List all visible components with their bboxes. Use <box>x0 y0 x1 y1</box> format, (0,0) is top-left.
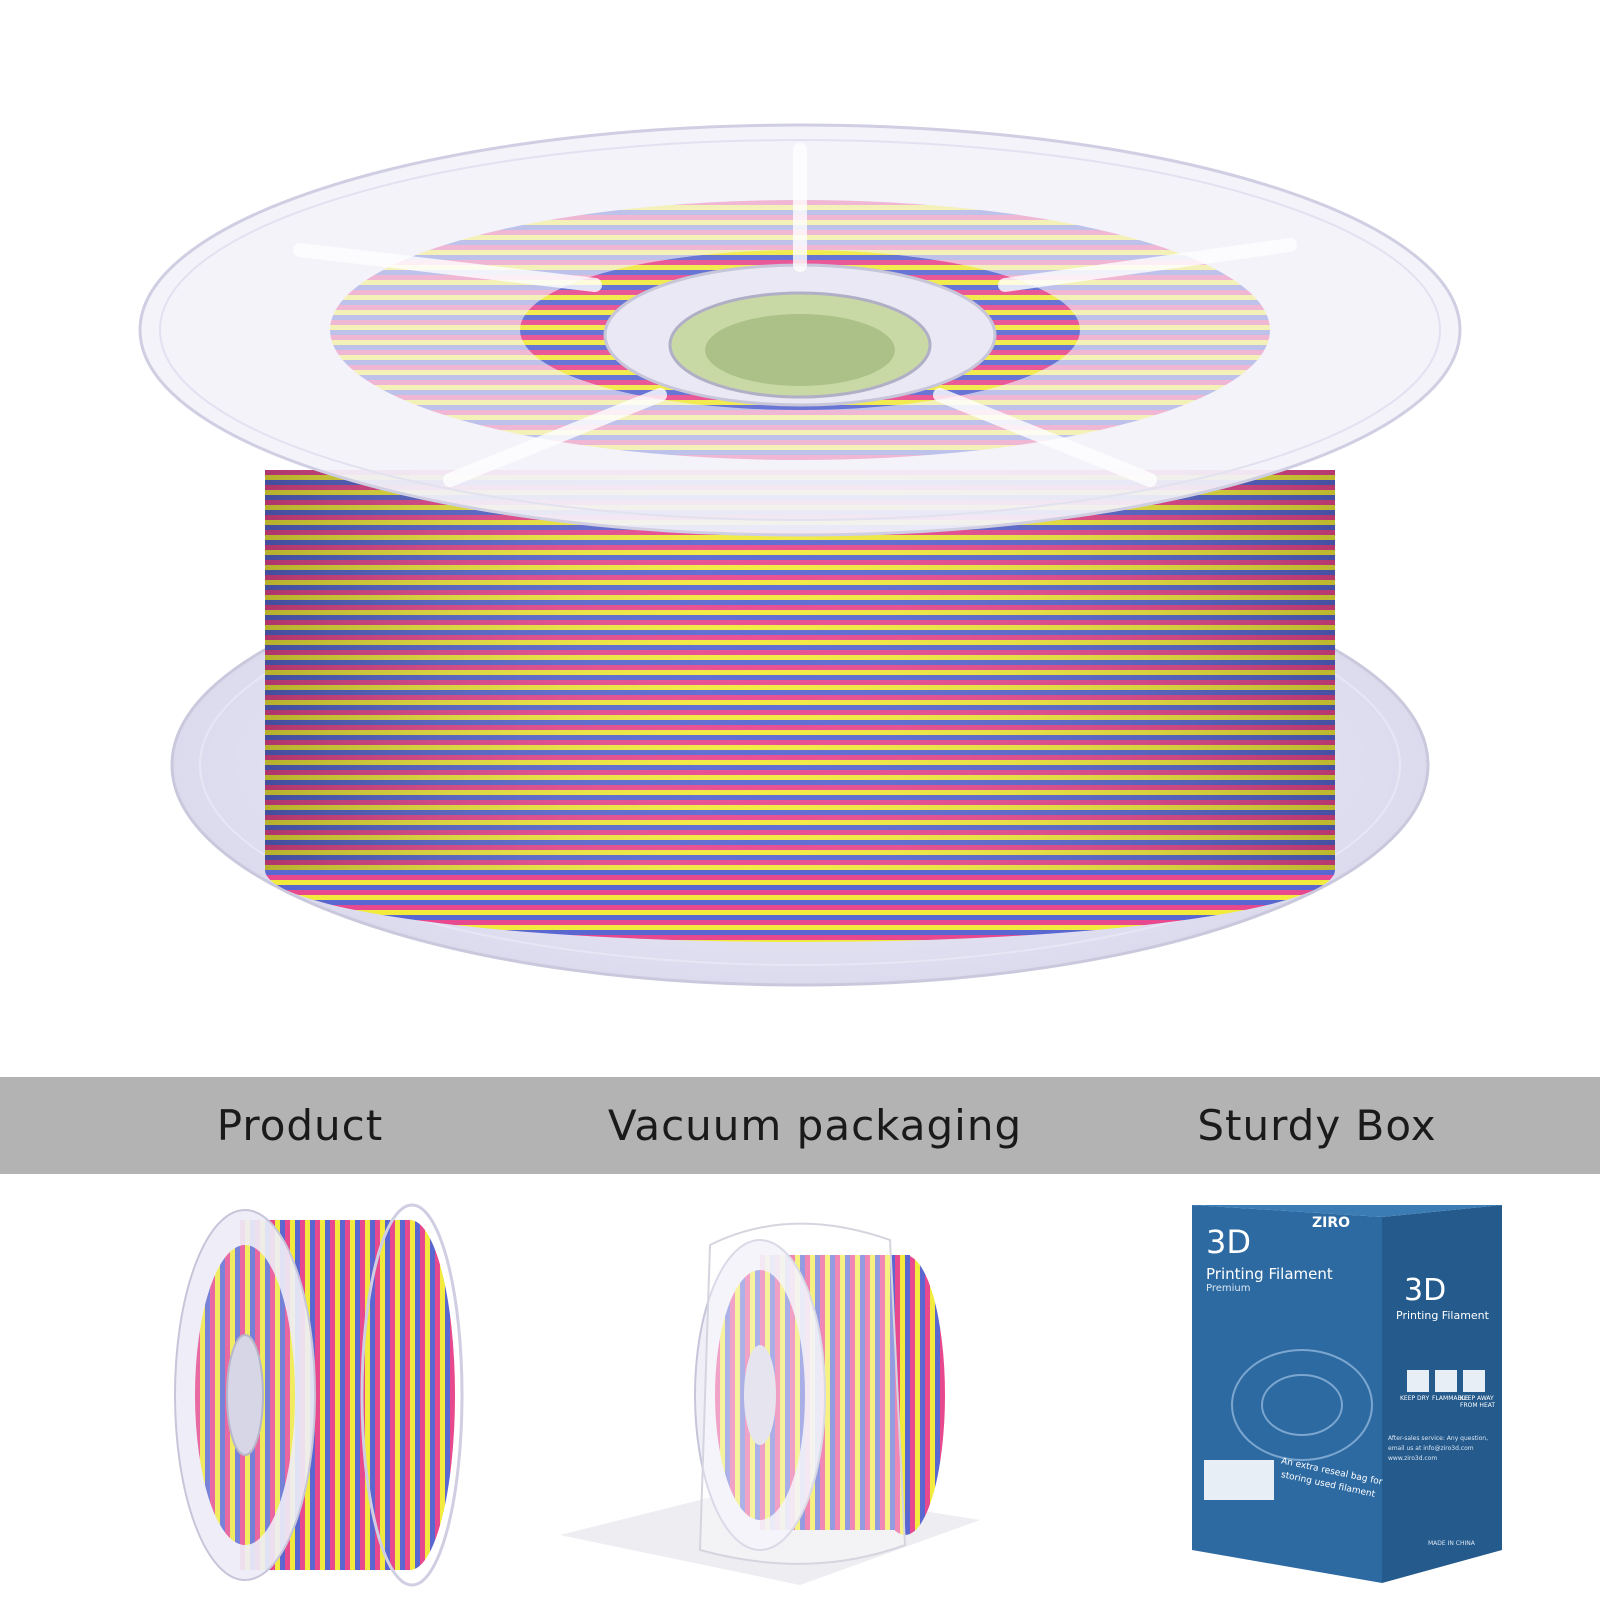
box-service-line-3: www.ziro3d.com <box>1388 1455 1438 1462</box>
box-brand: ZIRO <box>1312 1215 1351 1231</box>
hero-spool-photo <box>138 123 1462 987</box>
box-icon-label-1: KEEP DRY <box>1400 1395 1430 1402</box>
label-sturdy-box: Sturdy Box <box>1197 1101 1437 1150</box>
box-front-3d: 3D <box>1206 1223 1251 1261</box>
label-product: Product <box>216 1101 384 1150</box>
label-vacuum-packaging: Vacuum packaging <box>607 1101 1023 1150</box>
box-made-in: MADE IN CHINA <box>1428 1540 1475 1547</box>
box-side-title: Printing Filament <box>1396 1309 1489 1322</box>
filament-winding <box>265 470 1335 942</box>
box-front-title: Printing Filament <box>1206 1265 1333 1283</box>
box-icon-label-2: FLAMMABLE <box>1432 1395 1469 1402</box>
box-icon-label-3: KEEP AWAY FROM HEAT <box>1460 1395 1496 1409</box>
section-label-band: Product Vacuum packaging Sturdy Box <box>0 1077 1600 1174</box>
box-side-3d: 3D <box>1404 1273 1447 1308</box>
sturdy-box-photo: ZIRO 3D Printing Filament Premium 3D Pri… <box>1192 1197 1502 1583</box>
box-service-line-1: After-sales service: Any question, <box>1388 1435 1488 1442</box>
box-front-premium: Premium <box>1206 1283 1251 1294</box>
box-service-line-2: email us at info@ziro3d.com <box>1388 1445 1474 1452</box>
vacuum-packaging-photo <box>560 1185 1080 1590</box>
product-spool-photo <box>40 1185 560 1590</box>
